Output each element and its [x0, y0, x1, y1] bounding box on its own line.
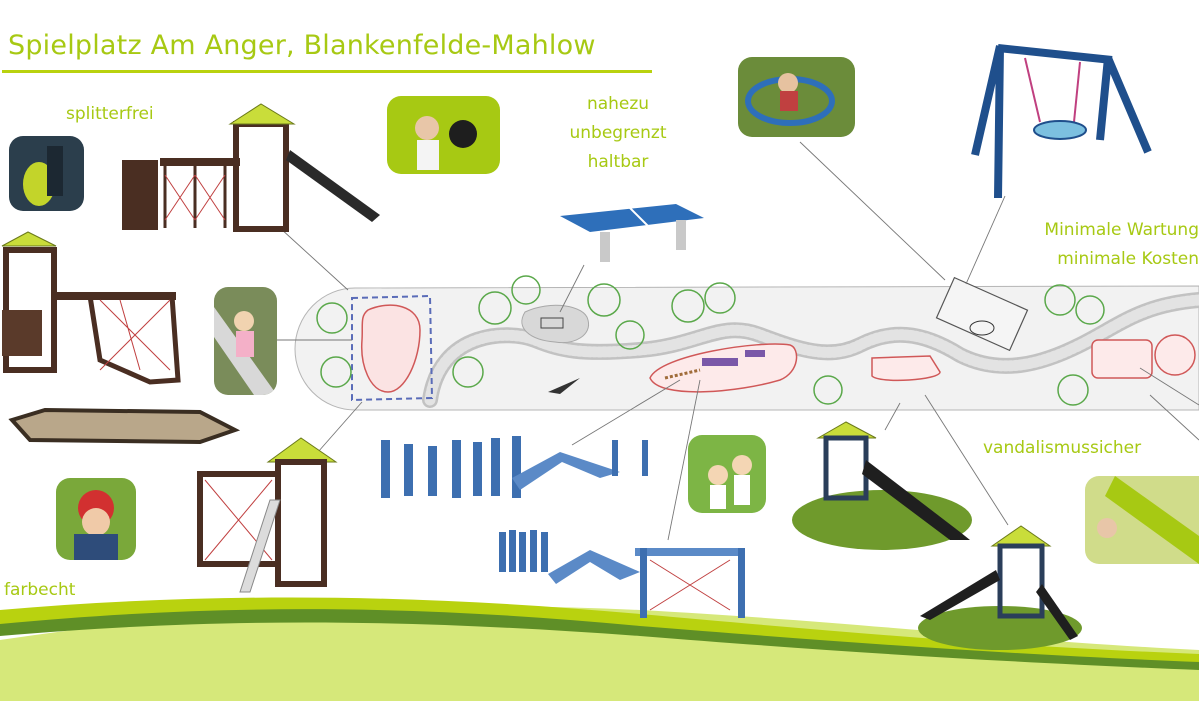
label-vandalismussicher: vandalismussicher: [983, 438, 1142, 458]
label-haltbar-line1: nahezu: [586, 94, 650, 114]
label-haltbar-line2: unbegrenzt: [569, 123, 667, 143]
tower-slide-illustration: [197, 437, 338, 593]
label-wartung: Minimale Wartung minimale Kosten: [1014, 216, 1199, 274]
north-arrow-icon: [548, 378, 580, 394]
ground-waves: [0, 597, 1199, 701]
photo-cheering-children: [688, 435, 766, 513]
photo-slide-right: [1085, 476, 1199, 564]
label-farbecht: farbecht: [4, 580, 76, 600]
obstacle-course-illustration: [499, 530, 745, 618]
photo-climbing-wall: [9, 136, 84, 211]
play-tower-illustration: [122, 103, 380, 232]
photo-child-hat: [56, 478, 136, 560]
table-tennis-illustration: [560, 202, 704, 262]
connector-lines: [268, 141, 1199, 541]
page-title: Spielplatz Am Anger, Blankenfelde-Mahlow: [8, 30, 596, 61]
nest-swing-illustration: [971, 44, 1152, 199]
title-underline: [2, 70, 652, 73]
hill-slide-illustration-1: [792, 421, 972, 550]
photo-child-hill: [387, 96, 500, 174]
climbing-frame-illustration: [1, 231, 181, 385]
photo-nest-swing: [738, 57, 855, 137]
balance-posts-illustration: [381, 436, 648, 498]
hill-slide-illustration-2: [918, 525, 1082, 650]
photo-slide-girl: [214, 287, 277, 395]
site-plan: [294, 275, 1199, 411]
label-haltbar: nahezu unbegrenzt haltbar: [563, 90, 673, 177]
label-wartung-line2: minimale Kosten: [1057, 249, 1199, 269]
label-wartung-line1: Minimale Wartung: [1044, 220, 1199, 240]
sandbox-illustration: [8, 407, 241, 445]
label-splitterfrei: splitterfrei: [66, 104, 154, 124]
label-haltbar-line3: haltbar: [587, 152, 649, 172]
